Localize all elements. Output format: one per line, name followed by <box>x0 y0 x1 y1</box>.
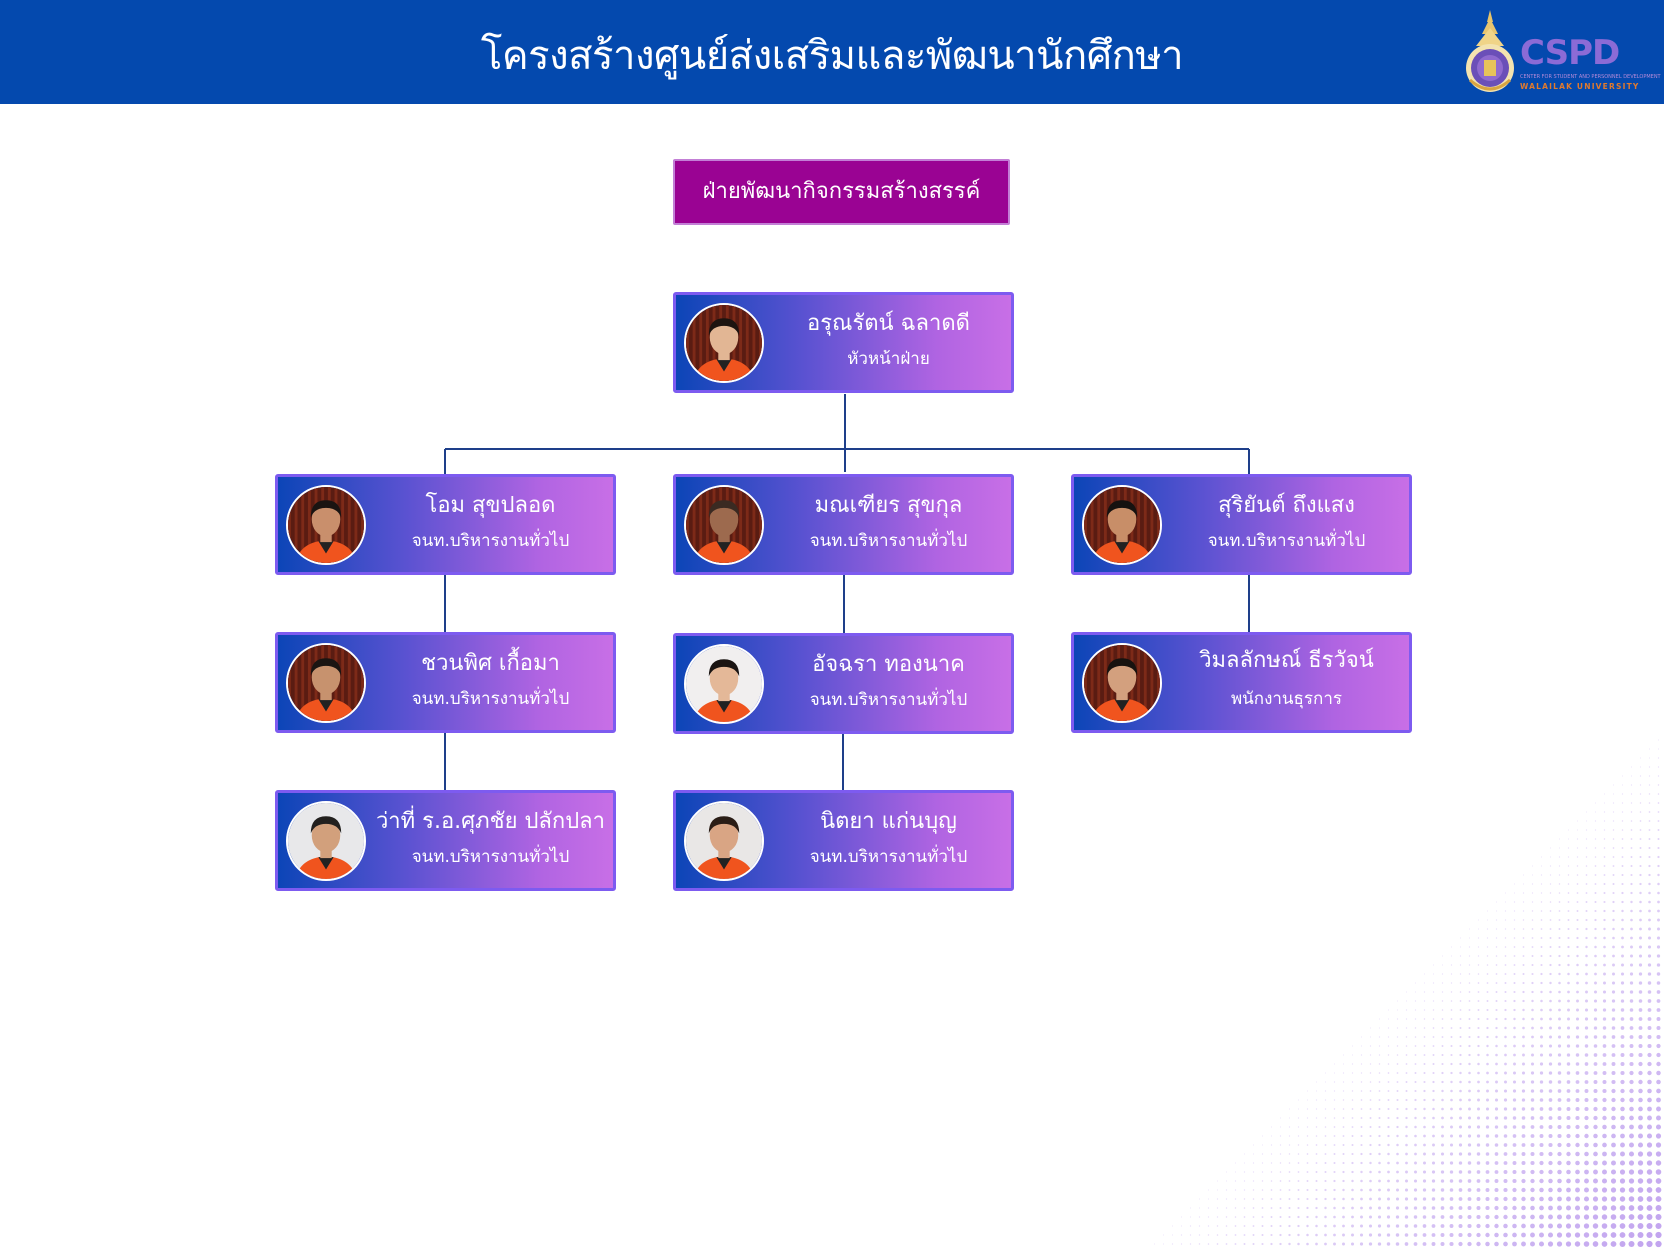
person-name: อัจฉรา ทองนาค <box>812 652 965 677</box>
logo-university: WALAILAK UNIVERSITY <box>1520 82 1640 91</box>
person-card: อัจฉรา ทองนาค จนท.บริหารงานทั่วไป <box>673 633 1014 734</box>
person-photo <box>286 801 366 881</box>
person-card: โอม สุขปลอด จนท.บริหารงานทั่วไป <box>275 474 616 575</box>
cspd-logo: CSPD CENTER FOR STUDENT AND PERSONNEL DE… <box>1462 8 1661 98</box>
person-photo <box>684 801 764 881</box>
logo-text: CSPD <box>1520 33 1620 73</box>
person-role: หัวหน้าฝ่าย <box>847 349 930 369</box>
person-role: พนักงานธุรการ <box>1230 689 1343 709</box>
person-name: นิตยา แก่นบุญ <box>820 809 957 834</box>
person-name: ว่าที่ ร.อ.ศุภชัย ปลักปลา <box>375 809 606 834</box>
person-role: จนท.บริหารงานทั่วไป <box>1207 531 1366 551</box>
person-name: ชวนพิศ เกื้อมา <box>421 651 560 676</box>
person-role: จนท.บริหารงานทั่วไป <box>411 689 570 709</box>
person-photo <box>684 644 764 724</box>
person-role: จนท.บริหารงานทั่วไป <box>411 531 570 551</box>
person-card: วิมลลักษณ์ ธีรวัจน์ พนักงานธุรการ <box>1071 632 1412 733</box>
person-card: ชวนพิศ เกื้อมา จนท.บริหารงานทั่วไป <box>275 632 616 733</box>
logo-subtitle: CENTER FOR STUDENT AND PERSONNEL DEVELOP… <box>1520 74 1661 80</box>
person-name: โอม สุขปลอด <box>425 493 556 518</box>
person-card-head: อรุณรัตน์ ฉลาดดี หัวหน้าฝ่าย <box>673 292 1014 393</box>
person-name: สุริยันต์ ถึงแสง <box>1218 493 1355 518</box>
person-photo <box>1082 485 1162 565</box>
page-title: โครงสร้างศูนย์ส่งเสริมและพัฒนานักศึกษา <box>480 33 1184 79</box>
person-name: วิมลลักษณ์ ธีรวัจน์ <box>1199 648 1374 673</box>
person-role: จนท.บริหารงานทั่วไป <box>809 847 968 867</box>
person-photo <box>286 643 366 723</box>
person-photo <box>684 485 764 565</box>
person-photo <box>684 303 764 383</box>
person-role: จนท.บริหารงานทั่วไป <box>809 690 968 710</box>
person-photo <box>1082 643 1162 723</box>
person-name: มณเฑียร สุขกุล <box>814 493 963 518</box>
person-name: อรุณรัตน์ ฉลาดดี <box>807 311 970 336</box>
person-card: มณเฑียร สุขกุล จนท.บริหารงานทั่วไป <box>673 474 1014 575</box>
header-bar: โครงสร้างศูนย์ส่งเสริมและพัฒนานักศึกษา C… <box>0 0 1664 104</box>
person-card: นิตยา แก่นบุญ จนท.บริหารงานทั่วไป <box>673 790 1014 891</box>
department-title-box: ฝ่ายพัฒนากิจกรรมสร้างสรรค์ <box>673 159 1010 225</box>
person-card: สุริยันต์ ถึงแสง จนท.บริหารงานทั่วไป <box>1071 474 1412 575</box>
person-role: จนท.บริหารงานทั่วไป <box>411 847 570 867</box>
university-crest-icon <box>1466 10 1514 92</box>
person-card: ว่าที่ ร.อ.ศุภชัย ปลักปลา จนท.บริหารงานท… <box>275 790 616 891</box>
person-photo <box>286 485 366 565</box>
person-role: จนท.บริหารงานทั่วไป <box>809 531 968 551</box>
